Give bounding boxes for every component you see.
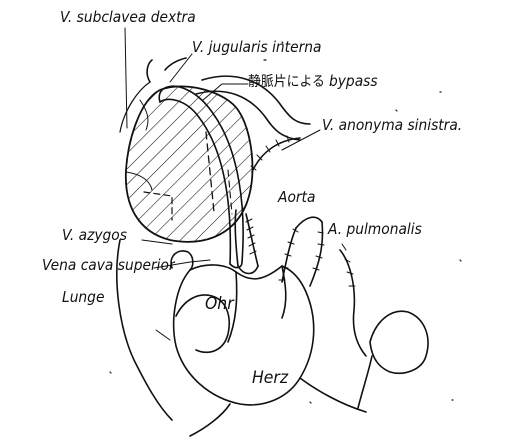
leader-azygos [142, 240, 172, 244]
label-lunge: Lunge [62, 290, 104, 305]
label-v-anonyma-sinistra: V. anonyma sinistra. [322, 118, 462, 133]
heart [174, 265, 314, 405]
a-pulmonalis [279, 217, 324, 286]
right-structures [340, 244, 428, 408]
label-v-azygos: V. azygos [62, 228, 127, 243]
label-ohr: Ohr [205, 296, 234, 313]
label-herz: Herz [252, 370, 288, 387]
label-a-pulmonalis: A. pulmonalis [328, 222, 422, 237]
label-v-jugularis-interna: V. jugularis interna [192, 40, 321, 55]
label-v-subclavea-dextra: V. subclavea dextra [60, 10, 196, 25]
label-bypass: 静脈片による bypass [248, 74, 378, 89]
label-vena-cava-superior: Vena cava superior [42, 258, 175, 273]
label-aorta: Aorta [278, 190, 315, 205]
label-bypass-jp: 静脈片による [248, 74, 325, 90]
label-bypass-latin: bypass [329, 72, 378, 90]
leader-jugularis [170, 54, 192, 82]
